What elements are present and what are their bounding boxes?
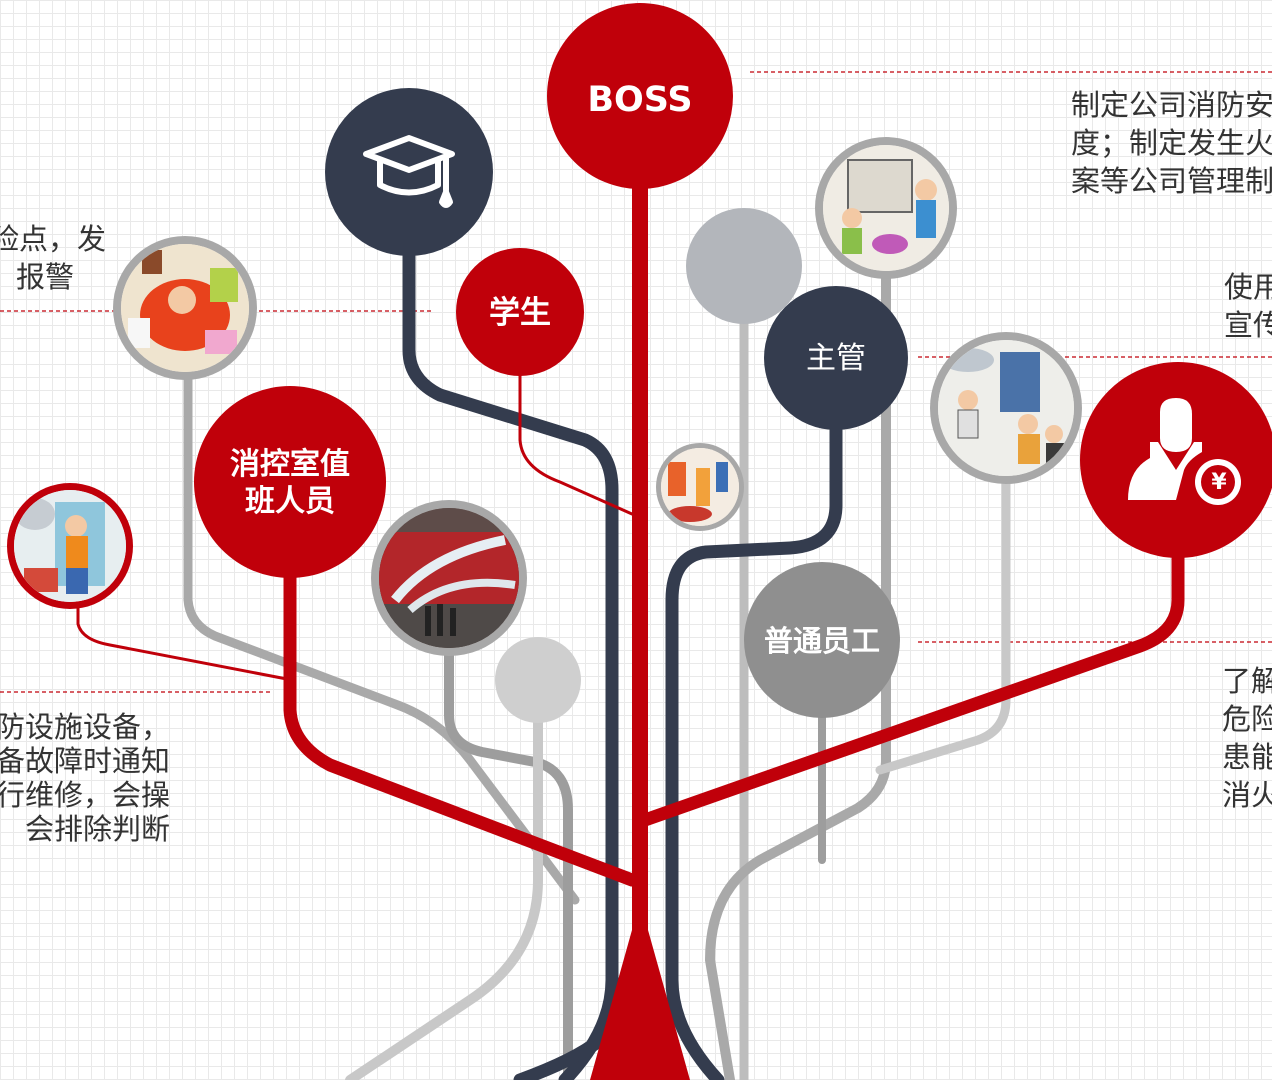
control-room-label-line2: 班人员	[245, 484, 335, 519]
supervisor-circle	[764, 286, 908, 430]
fire-cartoon-image	[113, 236, 257, 380]
graduation-cap-icon	[363, 135, 455, 208]
boss-note-line: 制定公司消防安	[1071, 88, 1272, 122]
money-circle	[1080, 362, 1272, 558]
bottom-left-note-line: 行维修，会操	[0, 778, 170, 812]
fire-hose-photo	[371, 500, 527, 656]
branches-red	[76, 172, 1185, 1008]
employee-note-line: 患能	[1222, 740, 1272, 774]
bottom-left-note-line: 会排除判断	[24, 812, 170, 846]
boss-circle	[547, 3, 733, 189]
currency-symbol: ¥	[1211, 470, 1227, 496]
businessman-money-icon	[1128, 398, 1241, 505]
boss-note: 制定公司消防安 度；制定发生火 案等公司管理制	[1071, 86, 1272, 200]
supervisor-note-line: 宣传	[1224, 308, 1272, 342]
employee-label: 普通员工	[763, 623, 880, 658]
control-room-label-line1: 消控室值	[230, 446, 350, 482]
top-left-note-line: 报警	[15, 260, 74, 294]
employee-note-line: 危险	[1222, 702, 1272, 736]
employee-note-line: 了解	[1222, 664, 1272, 698]
student-circle	[456, 248, 584, 376]
gray-circle-bottom	[495, 637, 581, 723]
trunk-base	[590, 930, 690, 1080]
bottom-left-note-line: 备故障时通知	[0, 744, 170, 778]
bottom-left-note-line: 防设施设备，	[0, 710, 170, 744]
small-cartoon-image	[656, 443, 744, 531]
top-left-note-line: 险点，发	[0, 222, 106, 256]
gray-circle-top	[686, 208, 802, 324]
top-left-note: 险点，发 报警	[0, 220, 106, 296]
student-label: 学生	[489, 294, 551, 331]
boss-note-line: 度；制定发生火	[1071, 126, 1272, 160]
smoke-cartoon-image	[7, 483, 133, 609]
branches-gray	[183, 265, 1011, 1080]
supervisor-label: 主管	[806, 341, 866, 377]
boss-label: BOSS	[587, 80, 693, 121]
supervisor-note: 使用 宣传	[1224, 268, 1272, 344]
control-room-circle	[194, 386, 386, 578]
employee-circle	[744, 562, 900, 718]
bottom-left-note: 防设施设备， 备故障时通知 行维修，会操 会排除判断	[0, 710, 170, 846]
supervisor-note-line: 使用	[1224, 270, 1272, 304]
boss-note-line: 案等公司管理制	[1071, 164, 1272, 198]
control-room-label: 消控室值 班人员	[205, 440, 375, 526]
meeting-cartoon-image	[815, 137, 957, 279]
branches-navy	[402, 243, 843, 1080]
dashed-connectors	[0, 71, 1272, 693]
employee-note: 了解 危险 患能 消火	[1222, 662, 1272, 814]
evacuation-cartoon-image	[930, 332, 1082, 484]
employee-note-line: 消火	[1222, 778, 1272, 812]
